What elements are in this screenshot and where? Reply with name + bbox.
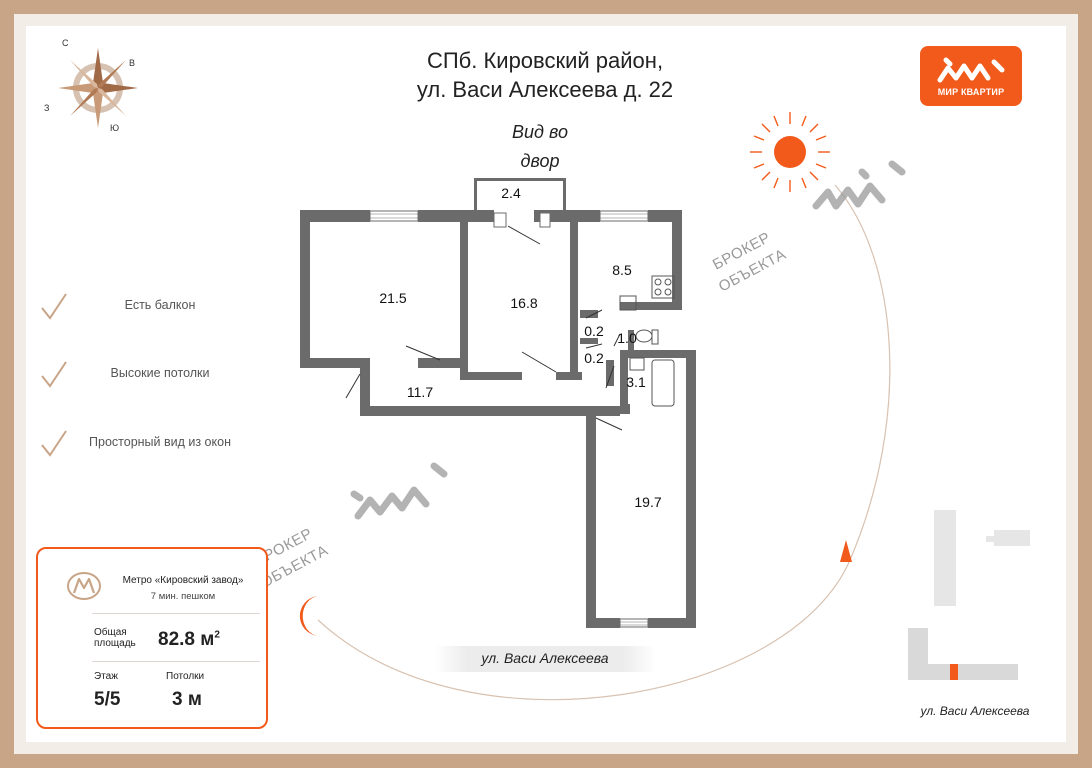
check-icon xyxy=(41,430,67,457)
ceiling-value: 3 м xyxy=(172,689,202,710)
feature-label: Просторный вид из окон xyxy=(89,435,231,449)
feature-item: Высокие потолки xyxy=(40,360,280,390)
area-label-2: площадь xyxy=(94,638,136,649)
metro-station: Метро «Кировский завод» xyxy=(122,575,244,586)
view-caption: Вид во двор xyxy=(480,118,600,176)
room-area-bathroom: 3.1 xyxy=(626,374,646,390)
site-building xyxy=(934,510,956,606)
brand-logo: МИР КВАРТИР xyxy=(920,46,1022,106)
logo-text: МИР КВАРТИР xyxy=(937,87,1005,97)
info-card: Метро «Кировский завод» 7 мин. пешком Об… xyxy=(36,547,268,729)
compass-south: Ю xyxy=(110,123,120,133)
area-number: 82.8 м xyxy=(158,629,215,650)
room-area-toilet: 1.0 xyxy=(617,330,637,346)
title-line-1: СПб. Кировский район, xyxy=(426,48,664,73)
view-line-2: двор xyxy=(520,151,560,171)
compass-west: З xyxy=(44,103,50,113)
check-icon xyxy=(41,293,67,320)
area-unit-sup: 2 xyxy=(214,629,220,641)
room-area-closet-1: 0.2 xyxy=(584,323,604,339)
logo-mark-icon xyxy=(937,57,1005,83)
compass-east: В xyxy=(129,58,136,68)
room-area-hall: 11.7 xyxy=(407,384,433,400)
plan-walls xyxy=(300,178,696,628)
bathtub-icon xyxy=(651,359,675,407)
room-area-room-3: 19.7 xyxy=(634,494,661,510)
room-area-living: 16.8 xyxy=(510,295,537,311)
ceiling-label: Потолки xyxy=(166,671,205,682)
plan-fixtures xyxy=(619,275,675,407)
street-label: ул. Васи Алексеева xyxy=(481,650,609,666)
bath-sink-icon xyxy=(629,357,645,371)
view-line-1: Вид во xyxy=(512,122,568,142)
room-area-balcony: 2.4 xyxy=(501,185,521,201)
divider xyxy=(92,661,260,662)
floor-value: 5/5 xyxy=(94,689,121,710)
check-icon xyxy=(41,361,67,388)
feature-label: Есть балкон xyxy=(124,298,196,312)
page-title: СПб. Кировский район, ул. Васи Алексеева… xyxy=(380,46,710,104)
site-street-label: ул. Васи Алексеева xyxy=(920,704,1030,718)
floor-label: Этаж xyxy=(94,671,118,682)
room-area-closet-2: 0.2 xyxy=(584,350,604,366)
plan-doors xyxy=(345,225,623,431)
site-building-block xyxy=(908,628,1018,680)
plan-window-lines xyxy=(370,213,648,626)
compass-north: С xyxy=(62,38,69,48)
area-label-1: Общая xyxy=(94,627,127,638)
site-building xyxy=(994,530,1030,546)
site-highlight xyxy=(950,664,958,680)
stove-icon xyxy=(651,275,675,299)
compass-rose-icon xyxy=(58,48,138,128)
feature-item: Просторный вид из окон xyxy=(40,429,280,459)
metro-walk-time: 7 мин. пешком xyxy=(150,591,216,602)
plan-windows xyxy=(369,210,649,628)
title-line-2: ул. Васи Алексеева д. 22 xyxy=(416,77,674,102)
area-value: 82.8 м2 xyxy=(158,629,220,651)
feature-item: Есть балкон xyxy=(40,292,280,322)
metro-icon xyxy=(67,572,101,600)
room-area-bedroom: 21.5 xyxy=(379,290,406,306)
feature-label: Высокие потолки xyxy=(110,366,210,380)
room-area-kitchen: 8.5 xyxy=(612,262,632,278)
divider xyxy=(92,613,260,614)
street-bar xyxy=(434,646,656,672)
kitchen-sink-icon xyxy=(619,295,637,311)
